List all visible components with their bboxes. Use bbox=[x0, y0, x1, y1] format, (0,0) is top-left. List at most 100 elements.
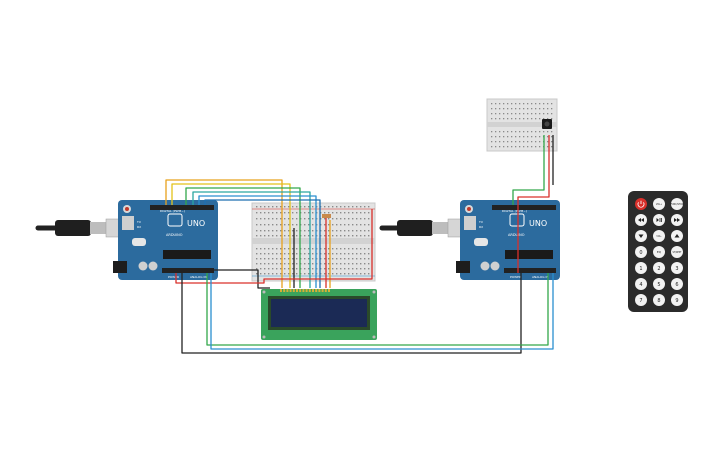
remote-button-label: 9 bbox=[675, 298, 678, 304]
breadboard-small[interactable] bbox=[486, 98, 558, 152]
remote-button[interactable]: 9 bbox=[671, 294, 683, 306]
arduino-infinity-logo-left bbox=[167, 213, 183, 227]
remote-button[interactable]: 3 bbox=[671, 262, 683, 274]
usb-cable-right[interactable] bbox=[379, 218, 467, 238]
remote-button[interactable]: FUNC/STOP bbox=[671, 198, 684, 210]
digital-header-left[interactable] bbox=[150, 205, 214, 210]
remote-button[interactable]: 6 bbox=[671, 278, 683, 290]
breadboard-main[interactable] bbox=[251, 202, 376, 282]
up-arrow-icon bbox=[674, 234, 680, 238]
remote-button-label: 8 bbox=[657, 298, 660, 304]
remote-button[interactable]: EQ bbox=[653, 246, 665, 258]
lcd-16x2[interactable] bbox=[261, 289, 377, 340]
board-logo-right: UNO bbox=[529, 219, 547, 228]
remote-button[interactable]: 5 bbox=[653, 278, 665, 290]
play-pause-icon bbox=[656, 218, 662, 222]
ir-remote[interactable]: VOL+ FUNC/STOP VOL- 0 EQ ST/REPT 1 2 3 4 5 6 7 8 9 bbox=[628, 191, 688, 312]
chip-atmega-left bbox=[163, 250, 211, 259]
analog-label-right: ANALOG IN bbox=[532, 275, 549, 279]
remote-button-label: VOL- bbox=[656, 235, 661, 238]
wire-red-ir-power[interactable] bbox=[517, 135, 550, 273]
down-arrow-icon bbox=[638, 234, 644, 238]
power-label-left: POWER bbox=[168, 275, 179, 279]
power-jack-right bbox=[456, 261, 470, 273]
breadboard-center-channel bbox=[252, 238, 375, 244]
remote-button[interactable]: ST/REPT bbox=[671, 246, 683, 258]
remote-button[interactable] bbox=[635, 198, 647, 210]
power-icon bbox=[637, 200, 645, 208]
board-logo-left: UNO bbox=[187, 219, 205, 228]
wire-black-long[interactable] bbox=[181, 273, 522, 354]
analog-header-right[interactable] bbox=[504, 268, 556, 273]
remote-button-label: FUNC/STOP bbox=[671, 203, 684, 206]
resistor[interactable] bbox=[322, 214, 331, 218]
rx-label-left: RX bbox=[137, 225, 141, 229]
crystal-right bbox=[474, 238, 488, 246]
remote-button-label: 6 bbox=[675, 282, 678, 288]
remote-button-label: ST/REPT bbox=[672, 251, 682, 254]
remote-button[interactable]: 0 bbox=[635, 246, 647, 258]
digital-header-right[interactable] bbox=[492, 205, 556, 210]
remote-button-label: VOL+ bbox=[656, 203, 662, 206]
remote-button-label: 1 bbox=[639, 266, 642, 272]
lcd-pin-header[interactable] bbox=[280, 289, 330, 292]
analog-label-left: ANALOG IN bbox=[190, 275, 207, 279]
wire-teal-top-left[interactable] bbox=[192, 191, 311, 288]
remote-button-label: 7 bbox=[639, 298, 642, 304]
remote-button-label: EQ bbox=[657, 250, 662, 254]
capacitor-right-1 bbox=[480, 261, 490, 271]
wire-green-top-left[interactable] bbox=[185, 187, 301, 288]
remote-button-label: 4 bbox=[639, 282, 642, 288]
wire-blue-top-left[interactable] bbox=[198, 195, 317, 288]
arduino-uno-left[interactable]: UNO ARDUINO DIGITAL (PWM~) POWER ANALOG … bbox=[113, 200, 218, 280]
remote-button[interactable]: 2 bbox=[653, 262, 665, 274]
tx-label-right: TX bbox=[478, 220, 483, 224]
arduino-infinity-logo-right bbox=[509, 213, 525, 227]
board-brand-right: ARDUINO bbox=[508, 233, 525, 237]
power-jack-left bbox=[113, 261, 127, 273]
usb-port-right bbox=[464, 216, 476, 230]
power-label-right: POWER bbox=[510, 275, 521, 279]
remote-button[interactable] bbox=[671, 230, 683, 242]
remote-button[interactable]: 1 bbox=[635, 262, 647, 274]
remote-button-label: 2 bbox=[657, 266, 660, 272]
wire-yellow-top-left[interactable] bbox=[171, 183, 291, 288]
wire-orange-top-left[interactable] bbox=[165, 179, 283, 288]
capacitor-left-2 bbox=[148, 261, 158, 271]
lcd-screen bbox=[271, 299, 367, 327]
skip-forward-icon bbox=[674, 218, 680, 222]
wire-red-5v-left[interactable] bbox=[175, 209, 373, 284]
wire-teal-long[interactable] bbox=[210, 273, 554, 350]
remote-button-grid[interactable]: VOL+ FUNC/STOP VOL- 0 EQ ST/REPT 1 2 3 4 5 6 7 8 9 bbox=[635, 198, 684, 306]
rx-label-right: RX bbox=[479, 225, 483, 229]
skip-back-icon bbox=[638, 218, 644, 222]
remote-button[interactable]: 4 bbox=[635, 278, 647, 290]
capacitor-left-1 bbox=[138, 261, 148, 271]
wire-green-ir-signal[interactable] bbox=[512, 135, 545, 205]
remote-button[interactable] bbox=[635, 214, 647, 226]
remote-button[interactable]: VOL+ bbox=[653, 198, 665, 210]
remote-button[interactable]: 7 bbox=[635, 294, 647, 306]
usb-port-left bbox=[122, 216, 134, 230]
crystal-left bbox=[132, 238, 146, 246]
capacitor-right-2 bbox=[490, 261, 500, 271]
wire-green-long[interactable] bbox=[206, 273, 549, 346]
digital-label-left: DIGITAL (PWM~) bbox=[160, 209, 185, 213]
wire-blue2-top-left[interactable] bbox=[204, 199, 321, 288]
remote-button-label: 0 bbox=[639, 250, 642, 256]
remote-button[interactable]: VOL- bbox=[653, 230, 665, 242]
board-brand-left: ARDUINO bbox=[166, 233, 183, 237]
wire-black-gnd-left[interactable] bbox=[179, 269, 270, 289]
usb-cable-left[interactable] bbox=[35, 218, 125, 238]
breadboard-small-channel bbox=[487, 122, 557, 127]
remote-button[interactable]: 8 bbox=[653, 294, 665, 306]
arduino-uno-right[interactable]: UNO ARDUINO DIGITAL (PWM~) POWER ANALOG … bbox=[456, 200, 560, 280]
chip-atmega-right bbox=[505, 250, 553, 259]
wires[interactable] bbox=[165, 135, 554, 354]
tx-label-left: TX bbox=[136, 220, 141, 224]
remote-button[interactable] bbox=[635, 230, 647, 242]
remote-button[interactable] bbox=[653, 214, 665, 226]
remote-button[interactable] bbox=[671, 214, 683, 226]
breadboard-main-holes bbox=[256, 206, 370, 275]
